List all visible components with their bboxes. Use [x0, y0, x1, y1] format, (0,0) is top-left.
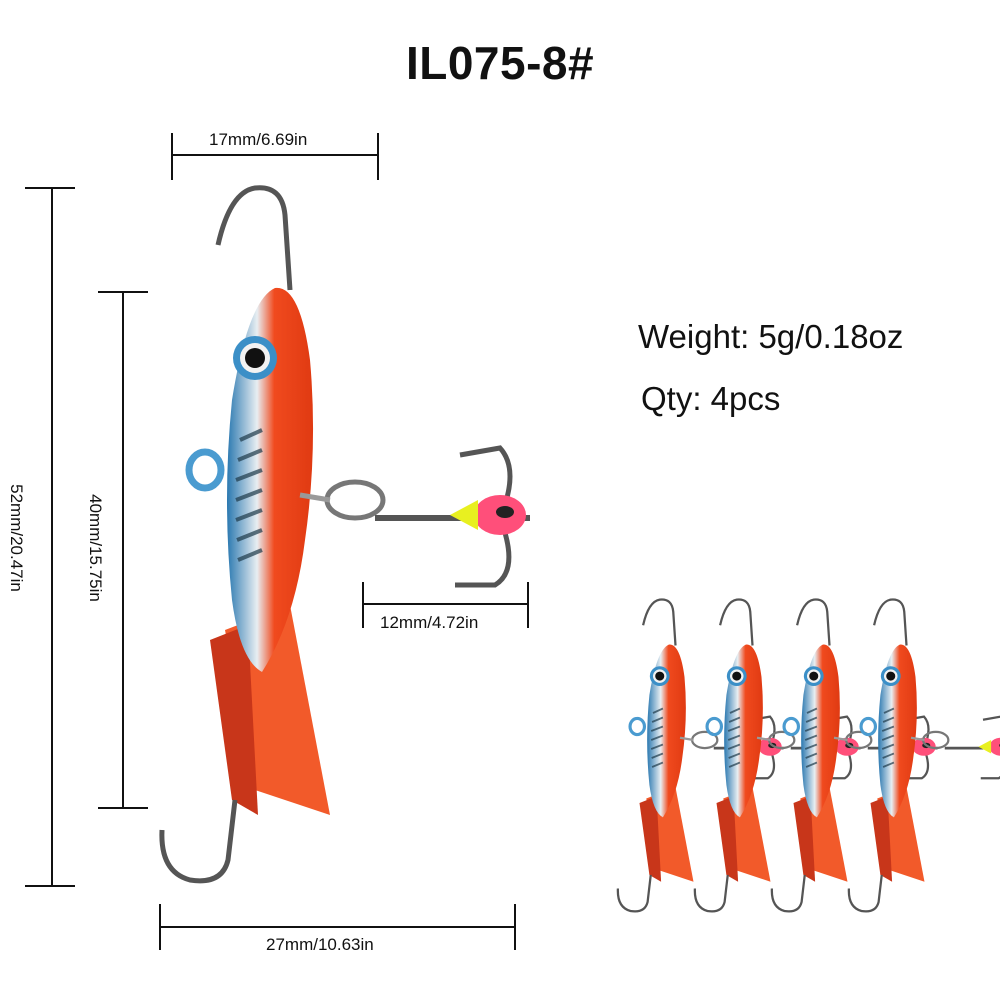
- dimension-lines: [25, 133, 529, 950]
- quantity-spec: Qty: 4pcs: [641, 380, 781, 417]
- head-width-label: 17mm/6.69in: [209, 130, 308, 149]
- hook-width-label: 12mm/4.72in: [380, 613, 479, 632]
- thumbnail-lures: [616, 597, 1000, 913]
- weight-spec: Weight: 5g/0.18oz: [638, 318, 904, 355]
- main-lure: [162, 188, 530, 881]
- product-title: IL075-8#: [405, 37, 595, 89]
- total-width-label: 27mm/10.63in: [266, 935, 374, 954]
